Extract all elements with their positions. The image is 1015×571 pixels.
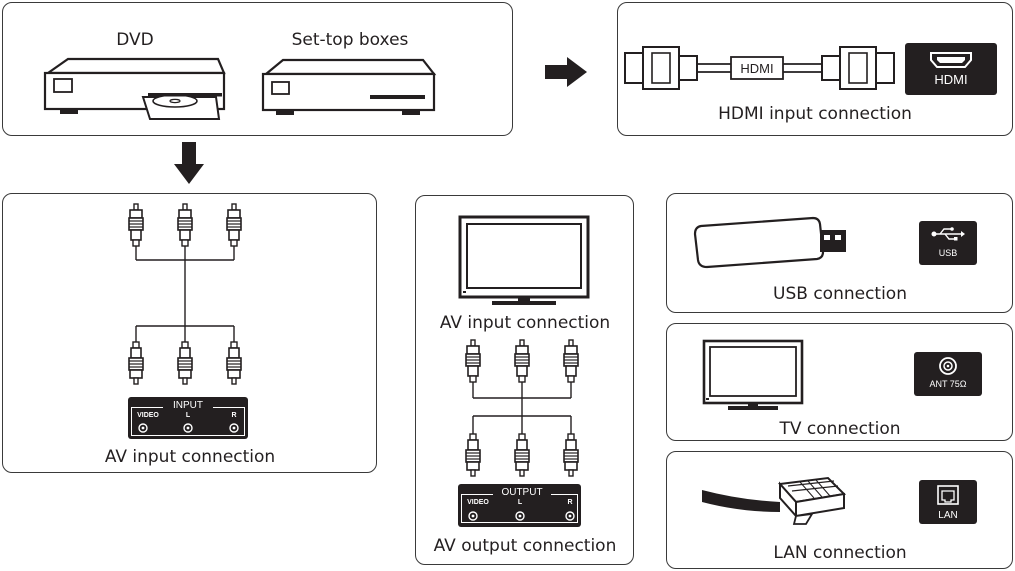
input-r-label: R	[231, 412, 237, 419]
av-input-tv-caption: AV input connection	[439, 313, 611, 333]
tv-monitor-illustration	[458, 215, 590, 305]
usb-icon	[931, 227, 965, 241]
tv-caption: TV connection	[779, 419, 901, 439]
arrow-right-icon	[545, 57, 587, 87]
tv-illustration	[702, 339, 804, 410]
hdmi-cable-illustration	[624, 46, 895, 90]
lan-port-label: LAN	[938, 510, 958, 521]
input-video-label: VIDEO	[137, 412, 159, 419]
dvd-player-illustration	[43, 57, 226, 120]
output-panel-title: OUTPUT	[493, 487, 551, 498]
settop-label: Set-top boxes	[291, 30, 409, 50]
av-output-caption: AV output connection	[433, 536, 617, 556]
rca-cable-illustration-output	[465, 339, 579, 477]
input-l-label: L	[185, 412, 191, 419]
lan-cable-illustration	[702, 476, 847, 525]
input-jacks	[138, 423, 239, 433]
dvd-label: DVD	[116, 30, 154, 50]
hdmi-port	[905, 43, 997, 95]
arrow-down-icon	[174, 142, 204, 184]
av-input-caption: AV input connection	[104, 447, 276, 467]
rca-cable-illustration	[128, 203, 242, 385]
output-l-label: L	[517, 499, 523, 506]
output-jacks	[468, 511, 575, 521]
antenna-port-label: ANT 75Ω	[929, 379, 967, 389]
usb-port-label: USB	[938, 248, 958, 258]
settop-box-illustration	[261, 58, 437, 115]
lan-port-icon	[937, 485, 959, 505]
output-video-label: VIDEO	[467, 499, 489, 506]
usb-caption: USB connection	[773, 284, 907, 304]
hdmi-port-label: HDMI	[934, 72, 968, 87]
hdmi-cable-label: HDMI	[740, 61, 774, 76]
lan-caption: LAN connection	[773, 543, 907, 563]
input-panel-title: INPUT	[163, 400, 213, 411]
usb-stick-illustration	[693, 216, 846, 269]
output-r-label: R	[567, 499, 573, 506]
coax-icon	[939, 357, 957, 375]
hdmi-caption: HDMI input connection	[718, 104, 912, 124]
hdmi-icon	[930, 52, 972, 68]
